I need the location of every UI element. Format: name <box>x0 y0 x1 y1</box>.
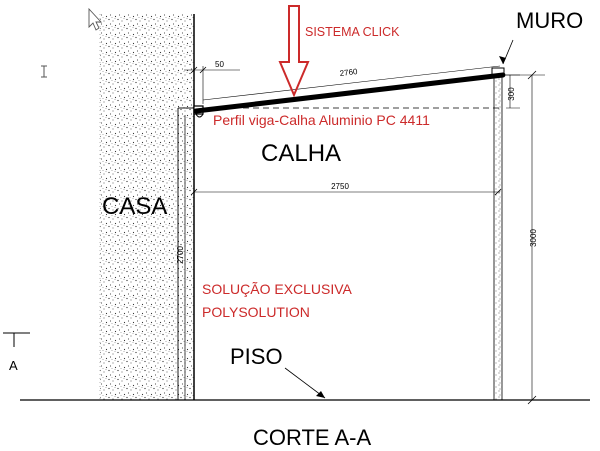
roof-panel <box>193 72 506 114</box>
annotation-perfil: Perfil viga-Calha Aluminio PC 4411 <box>213 112 430 128</box>
dimension-roof-length: 2760 <box>202 65 501 101</box>
muro-leader <box>499 39 514 65</box>
annotation-sistema-click: SISTEMA CLICK <box>305 25 400 39</box>
piso-leader <box>284 367 326 399</box>
annotation-solucao-line2: POLYSOLUTION <box>202 304 310 320</box>
dimension-left-height: 2700 <box>176 246 185 264</box>
arrow-cursor-icon <box>88 7 103 31</box>
section-marker-label: A <box>9 358 18 373</box>
dimension-total-height: 3000 <box>505 70 545 405</box>
annotation-solucao-line1: SOLUÇÃO EXCLUSIVA <box>202 281 353 297</box>
dimension-overhang: 50 <box>184 60 240 104</box>
down-arrow-icon <box>278 5 310 98</box>
label-casa: CASA <box>102 193 167 220</box>
dim-left-height-label: 2700 <box>176 246 185 264</box>
dim-span-label: 2750 <box>331 182 349 191</box>
dim-overhang-label: 50 <box>215 60 224 69</box>
dimension-span: 2750 <box>190 182 502 196</box>
label-calha: CALHA <box>261 140 341 167</box>
dim-roof-length-label: 2760 <box>339 67 358 78</box>
text-cursor-icon <box>41 65 47 78</box>
boundary-wall <box>491 67 505 401</box>
dimension-wall-rise: 300 <box>506 74 520 109</box>
dim-total-height-label: 3000 <box>529 229 538 247</box>
dim-wall-rise-label: 300 <box>507 87 516 101</box>
label-muro: MURO <box>516 8 583 33</box>
section-marker: A <box>3 332 30 373</box>
label-corte: CORTE A-A <box>253 425 372 450</box>
label-piso: PISO <box>230 344 283 369</box>
left-frame <box>177 107 194 400</box>
